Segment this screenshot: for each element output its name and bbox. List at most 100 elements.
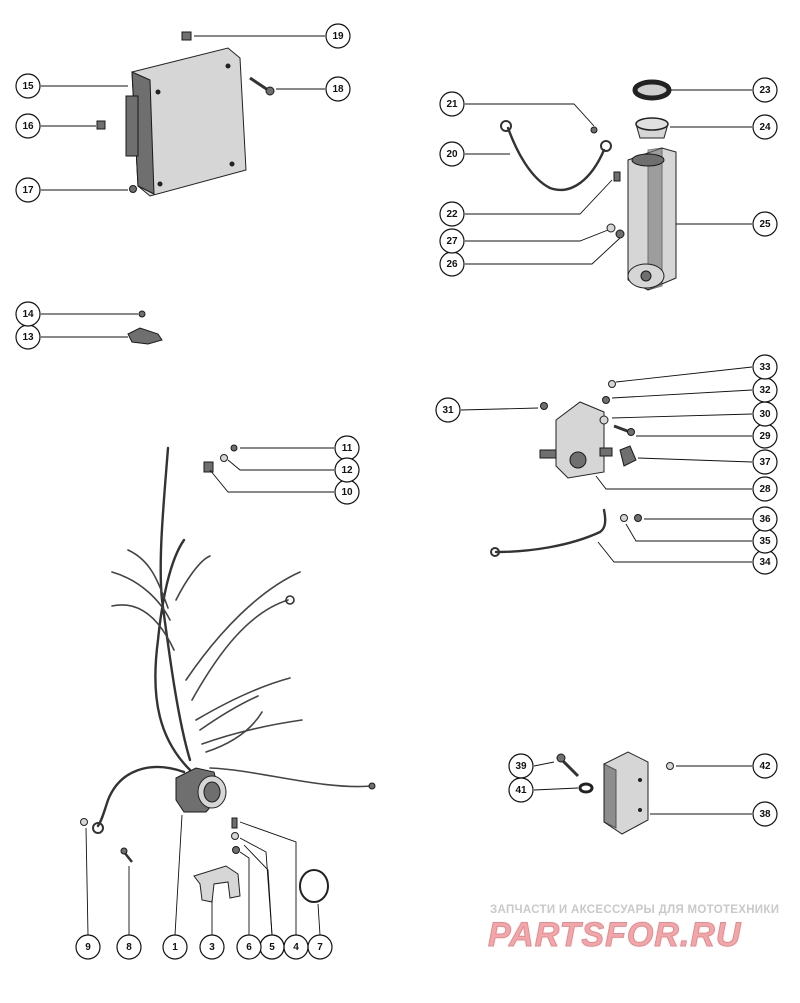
washer-27-part xyxy=(606,223,616,233)
screw-31-part xyxy=(540,402,548,410)
callout-19: 19 xyxy=(325,23,351,49)
callout-28: 28 xyxy=(752,476,778,502)
callout-number: 9 xyxy=(85,942,91,953)
callout-bubble xyxy=(439,228,465,254)
callout-number: 35 xyxy=(759,536,771,547)
callout-number: 32 xyxy=(759,385,771,396)
callout-6: 6 xyxy=(236,934,262,960)
washer-41-part xyxy=(578,782,594,794)
callout-22: 22 xyxy=(439,201,465,227)
washer-12-part xyxy=(220,454,228,462)
callout-1: 1 xyxy=(162,934,188,960)
callout-number: 19 xyxy=(332,31,344,42)
callout-number: 1 xyxy=(172,942,178,953)
callout-23: 23 xyxy=(752,77,778,103)
callout-bubble xyxy=(508,777,534,803)
terminal-22-part xyxy=(613,171,621,182)
callout-bubble xyxy=(15,113,41,139)
leader-line-2 xyxy=(243,844,273,936)
callout-31: 31 xyxy=(435,397,461,423)
callout-37: 37 xyxy=(752,449,778,475)
o-ring-7-part xyxy=(299,869,329,903)
callout-15: 15 xyxy=(15,73,41,99)
callout-21: 21 xyxy=(439,91,465,117)
callout-39: 39 xyxy=(508,753,534,779)
nut-26-part xyxy=(615,229,625,239)
callout-number: 12 xyxy=(341,465,353,476)
callout-number: 37 xyxy=(759,457,771,468)
callout-35: 35 xyxy=(752,528,778,554)
callout-12: 12 xyxy=(334,457,360,483)
callout-labels: 1234567891011121314151617181920212223242… xyxy=(15,23,778,960)
callout-bubble xyxy=(752,476,778,502)
callout-32: 32 xyxy=(752,377,778,403)
rectifier-38-part xyxy=(603,751,649,835)
leader-line-9 xyxy=(85,827,89,936)
callout-number: 15 xyxy=(22,81,34,92)
washer-35-part xyxy=(620,514,628,522)
callout-number: 24 xyxy=(759,122,771,133)
callout-36: 36 xyxy=(752,506,778,532)
leader-line-35 xyxy=(625,523,752,542)
callout-bubble xyxy=(307,934,333,960)
callout-bubble xyxy=(15,301,41,327)
clip-10-part xyxy=(203,461,214,473)
callout-number: 13 xyxy=(22,332,34,343)
callout-number: 14 xyxy=(22,309,34,320)
callout-20: 20 xyxy=(439,141,465,167)
washer-33-part xyxy=(608,380,616,388)
callout-bubble xyxy=(439,201,465,227)
callout-11: 11 xyxy=(334,435,360,461)
callout-41: 41 xyxy=(508,777,534,803)
bolt-39-part xyxy=(556,753,580,778)
callout-number: 23 xyxy=(759,85,771,96)
callout-number: 31 xyxy=(442,405,454,416)
leader-line-21 xyxy=(465,103,595,127)
callout-29: 29 xyxy=(752,423,778,449)
callout-number: 25 xyxy=(759,219,771,230)
callout-number: 30 xyxy=(759,409,771,420)
screw-21-part xyxy=(590,126,598,134)
leader-line-7 xyxy=(317,903,321,936)
screw-11-part xyxy=(230,444,238,452)
screw-14-part xyxy=(138,310,146,318)
nut-32-part xyxy=(602,396,610,404)
callout-number: 16 xyxy=(22,121,34,132)
callout-bubble xyxy=(15,73,41,99)
callout-38: 38 xyxy=(752,801,778,827)
screw-4-part xyxy=(231,817,238,829)
callout-8: 8 xyxy=(116,934,142,960)
callout-27: 27 xyxy=(439,228,465,254)
leader-line-41 xyxy=(533,787,579,791)
callout-34: 34 xyxy=(752,549,778,575)
watermark-subtitle: ЗАПЧАСТИ И АКСЕССУАРЫ ДЛЯ МОТОТЕХНИКИ xyxy=(490,904,780,916)
callout-number: 41 xyxy=(515,785,527,796)
callout-bubble xyxy=(752,506,778,532)
callout-bubble xyxy=(162,934,188,960)
bracket-3-part xyxy=(193,865,241,903)
wire-harness-1-part xyxy=(92,446,376,834)
callout-number: 36 xyxy=(759,514,771,525)
leader-line-39 xyxy=(533,761,555,767)
leader-line-30 xyxy=(611,413,753,419)
callout-3: 3 xyxy=(199,934,225,960)
screw-29-part xyxy=(613,424,635,436)
leader-line-1 xyxy=(174,814,183,936)
leader-line-32 xyxy=(611,389,753,399)
leader-line-10 xyxy=(209,469,334,493)
callout-4: 4 xyxy=(283,934,309,960)
screw-8-part xyxy=(120,847,133,863)
callout-bubble xyxy=(439,91,465,117)
callout-33: 33 xyxy=(752,354,778,380)
callout-bubble xyxy=(199,934,225,960)
boot-37-part xyxy=(619,445,637,467)
callout-bubble xyxy=(439,141,465,167)
callout-number: 18 xyxy=(332,84,344,95)
callout-14: 14 xyxy=(15,301,41,327)
callout-number: 26 xyxy=(446,259,458,270)
bolt-18-part xyxy=(249,76,275,96)
callout-24: 24 xyxy=(752,114,778,140)
cap-23-part xyxy=(632,79,672,101)
callout-10: 10 xyxy=(334,479,360,505)
